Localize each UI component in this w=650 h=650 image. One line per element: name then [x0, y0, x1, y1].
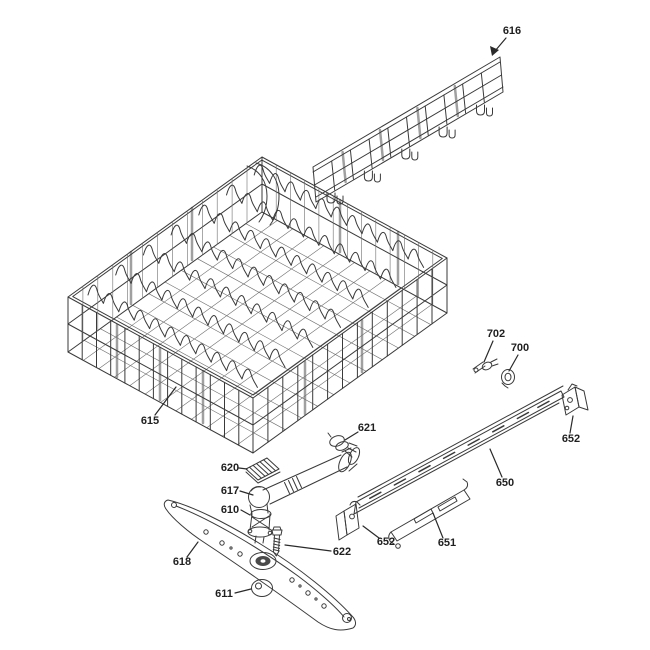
part-label-621: 621	[358, 422, 376, 434]
upper-rack-basket	[67, 156, 448, 454]
callout-700: 700	[508, 342, 529, 372]
callout-620: 620	[221, 462, 248, 474]
callout-650: 650	[489, 448, 514, 489]
water-inlet-fitting	[247, 509, 273, 544]
part-label-702: 702	[487, 328, 505, 340]
rack-slide-rail	[312, 56, 504, 205]
part-label-700: 700	[511, 342, 529, 354]
part-label-617: 617	[221, 485, 239, 497]
track-support-strip	[388, 478, 471, 549]
part-label-618: 618	[173, 556, 191, 568]
callout-615: 615	[141, 386, 177, 427]
callout-611: 611	[215, 588, 252, 600]
callout-616: 616	[490, 25, 521, 56]
conduit-elbow-tube	[248, 447, 361, 515]
callout-652-left: 652	[362, 525, 395, 548]
callout-610: 610	[221, 504, 251, 516]
screw	[271, 526, 283, 557]
part-label-616: 616	[503, 25, 521, 37]
callout-621: 621	[344, 422, 376, 441]
part-label-610: 610	[221, 504, 239, 516]
part-label-611: 611	[215, 588, 233, 600]
callout-652-right: 652	[562, 415, 580, 445]
callout-702: 702	[483, 328, 505, 363]
part-label-650: 650	[496, 477, 514, 489]
part-label-620: 620	[221, 462, 239, 474]
callout-618: 618	[173, 541, 199, 568]
callout-622: 622	[284, 544, 351, 558]
bearing-cartridge	[245, 457, 281, 484]
part-label-615: 615	[141, 415, 159, 427]
track-end-clip-left	[335, 500, 361, 541]
part-label-652-left: 652	[377, 536, 395, 548]
part-label-622: 622	[333, 546, 351, 558]
track-end-clip-right	[561, 383, 589, 416]
retainer-clip	[472, 358, 499, 374]
bearing-cap	[251, 579, 273, 597]
part-label-651: 651	[438, 537, 456, 549]
callout-651: 651	[432, 512, 456, 549]
grommet-nut	[501, 369, 515, 389]
part-label-652-right: 652	[562, 433, 580, 445]
arrowhead	[490, 46, 499, 56]
tube-clip	[327, 432, 358, 458]
track-rail	[353, 385, 565, 515]
spray-arm	[163, 499, 356, 631]
callout-617: 617	[221, 485, 254, 497]
